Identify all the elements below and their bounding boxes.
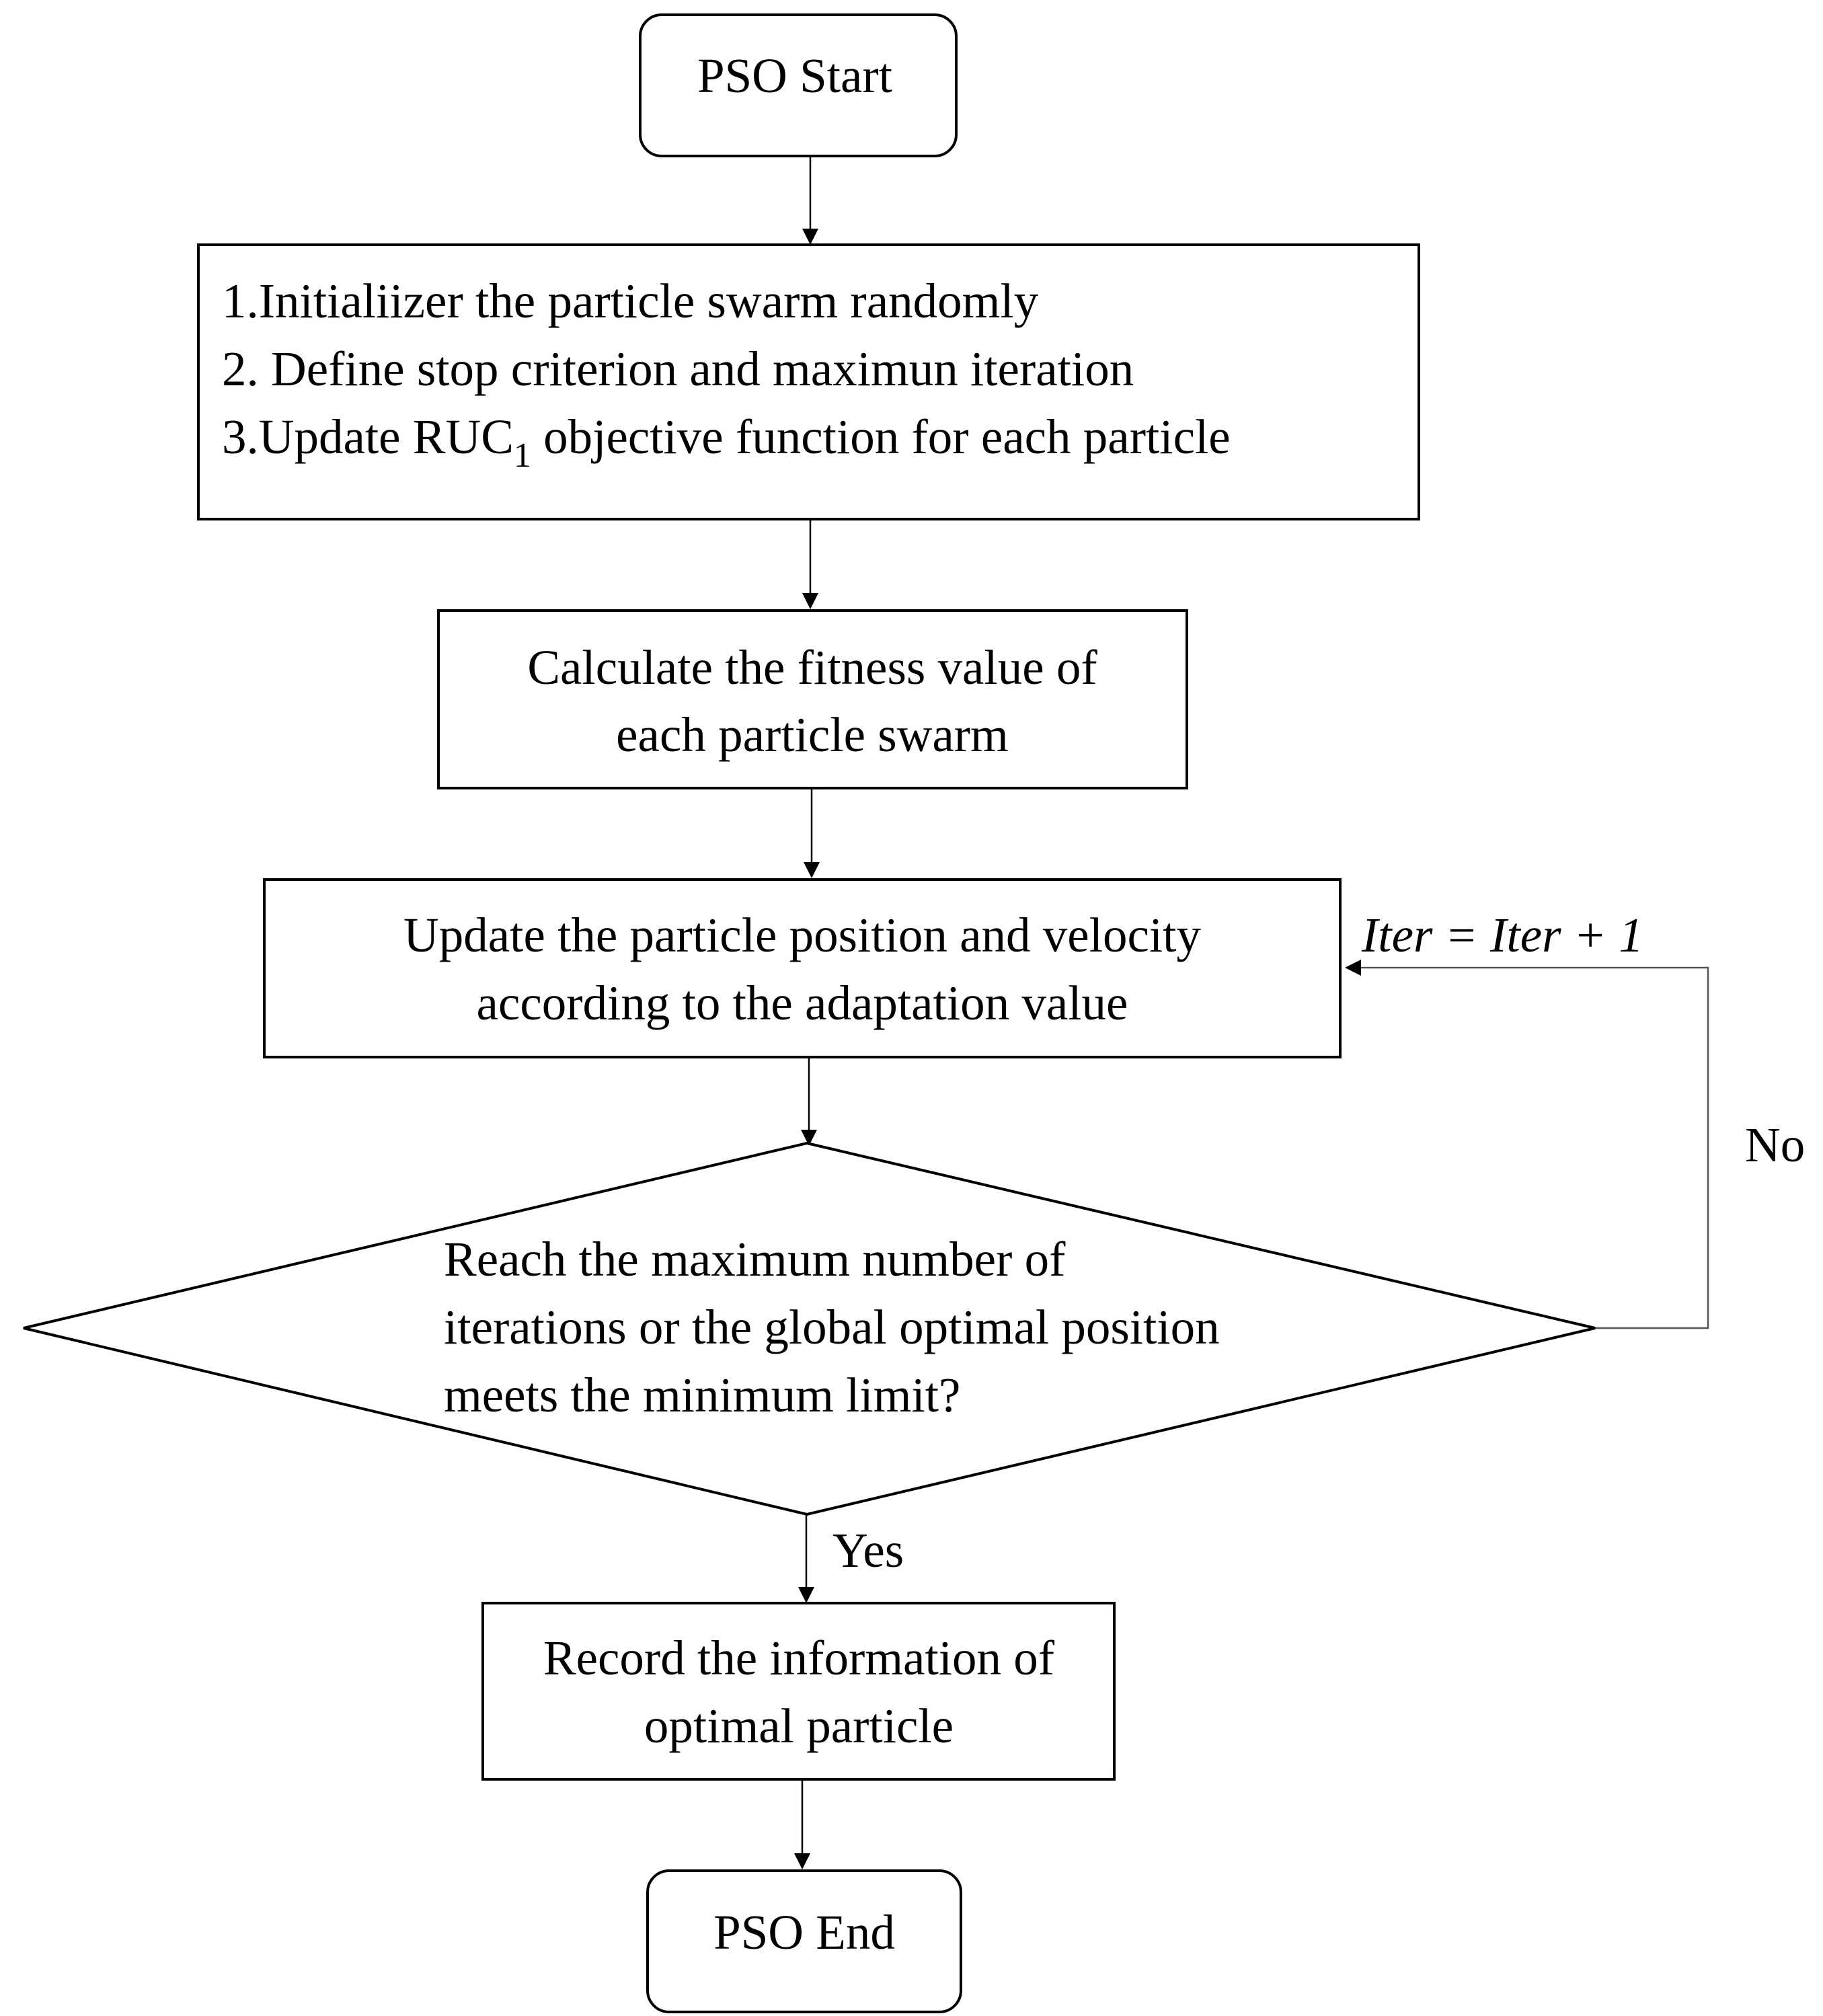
arrowhead	[804, 862, 820, 878]
connectors	[794, 156, 1709, 1869]
arrowhead	[1345, 960, 1361, 976]
decision-line-1: Reach the maximum number of	[444, 1232, 1066, 1286]
decision-line-3: meets the minimum limit?	[444, 1368, 960, 1422]
end-node: PSO End	[646, 1869, 962, 2013]
arrowhead	[802, 593, 818, 609]
init-line-3: 3.Update RUC1 objective function for eac…	[222, 410, 1231, 475]
start-label: PSO Start	[697, 48, 892, 103]
loop-label: Iter = Iter + 1	[1361, 908, 1643, 962]
no-label: No	[1745, 1118, 1805, 1172]
fitness-line-1: Calculate the fitness value of	[527, 640, 1097, 695]
arrowhead	[801, 1130, 817, 1146]
init-line-1: 1.Initialiizer the particle swarm random…	[222, 274, 1039, 328]
record-line-1: Record the information of	[543, 1631, 1055, 1685]
decision-diamond: Reach the maximum number of iterations o…	[23, 1141, 1596, 1516]
loop-back-connector	[1361, 966, 1709, 1329]
init-line-2: 2. Define stop criterion and maximun ite…	[222, 342, 1134, 396]
update-line-2: according to the adaptation value	[477, 976, 1128, 1030]
arrowhead	[794, 1853, 810, 1869]
end-label: PSO End	[713, 1905, 895, 1960]
fitness-box: Calculate the fitness value of each part…	[437, 609, 1188, 789]
record-line-2: optimal particle	[644, 1699, 954, 1753]
arrowhead	[798, 1587, 814, 1603]
decision-line-2: iterations or the global optimal positio…	[444, 1300, 1220, 1354]
yes-label: Yes	[832, 1523, 904, 1578]
start-node: PSO Start	[639, 13, 958, 157]
init-box: 1.Initialiizer the particle swarm random…	[197, 243, 1420, 520]
record-box: Record the information of optimal partic…	[481, 1602, 1116, 1781]
fitness-line-2: each particle swarm	[616, 707, 1009, 762]
arrowhead	[802, 229, 818, 245]
update-box: Update the particle position and velocit…	[263, 878, 1342, 1058]
update-line-1: Update the particle position and velocit…	[403, 908, 1201, 962]
